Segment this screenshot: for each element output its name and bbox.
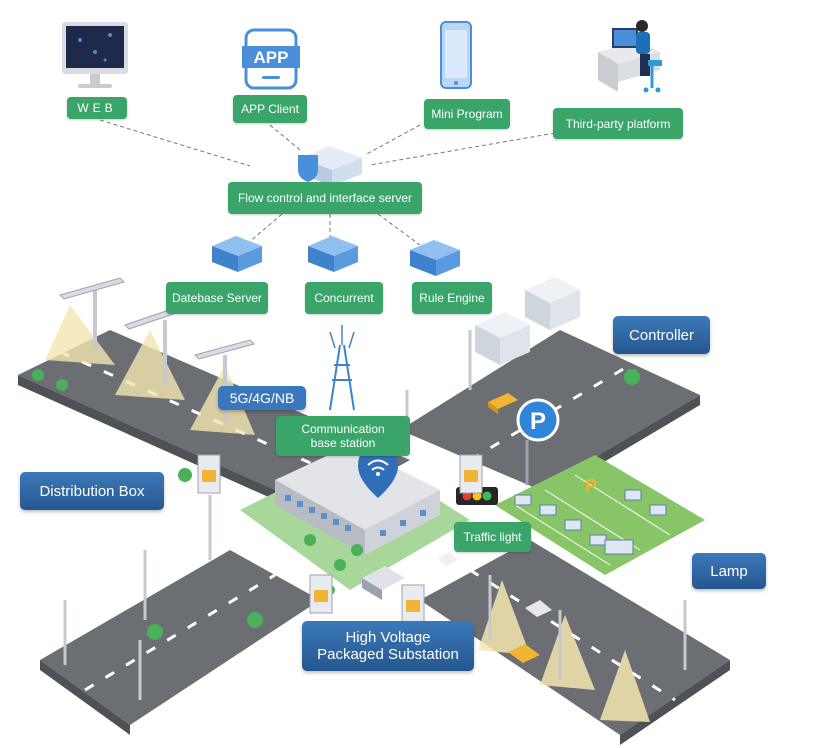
phone-icon xyxy=(440,21,472,89)
controller-boxes xyxy=(475,277,580,365)
distribution-box-label: Distribution Box xyxy=(20,472,164,510)
parking-lot: P xyxy=(495,455,705,575)
monitor-icon xyxy=(62,22,128,88)
base-station-line1: Communication xyxy=(301,422,385,436)
cabinets xyxy=(197,454,483,624)
traffic-light-label: Traffic light xyxy=(454,522,531,552)
person-desk-icon xyxy=(598,20,662,93)
parking-sign-icon: P xyxy=(516,398,560,485)
web-label: WEB xyxy=(67,97,127,119)
app-client-label: APP Client xyxy=(233,95,307,123)
mini-program-label: Mini Program xyxy=(424,99,510,129)
parking-lot-letter: P xyxy=(585,476,597,496)
network-label: 5G/4G/NB xyxy=(218,386,306,410)
substation-plaza xyxy=(240,445,470,600)
substation-line2: Packaged Substation xyxy=(317,646,459,663)
lamp-label: Lamp xyxy=(692,553,766,589)
substation-line1: High Voltage xyxy=(345,629,431,646)
concurrent-server-icon xyxy=(308,236,358,272)
controller-label: Controller xyxy=(613,316,710,354)
app-icon-text: APP xyxy=(254,48,289,67)
database-server-label: Datebase Server xyxy=(166,282,268,314)
street-lamps-right xyxy=(63,330,687,722)
firewall-icon xyxy=(298,146,362,186)
third-party-label: Third-party platform xyxy=(553,108,683,139)
street-lamps-left xyxy=(45,277,255,435)
database-server-icon xyxy=(212,236,262,272)
flow-server-label: Flow control and interface server xyxy=(228,182,422,214)
rule-engine-server-icon xyxy=(410,240,460,276)
wifi-pin-icon xyxy=(358,446,398,498)
connection-lines xyxy=(99,119,556,251)
base-station-label: Communication base station xyxy=(276,416,410,456)
vehicles xyxy=(438,393,552,663)
rule-engine-label: Rule Engine xyxy=(412,282,492,314)
substation-label: High Voltage Packaged Substation xyxy=(302,621,474,671)
base-station-line2: base station xyxy=(310,436,376,450)
app-icon: APP xyxy=(242,28,300,90)
tower-icon xyxy=(329,325,355,411)
parking-sign-letter: P xyxy=(530,408,546,435)
concurrent-label: Concurrent xyxy=(305,282,383,314)
